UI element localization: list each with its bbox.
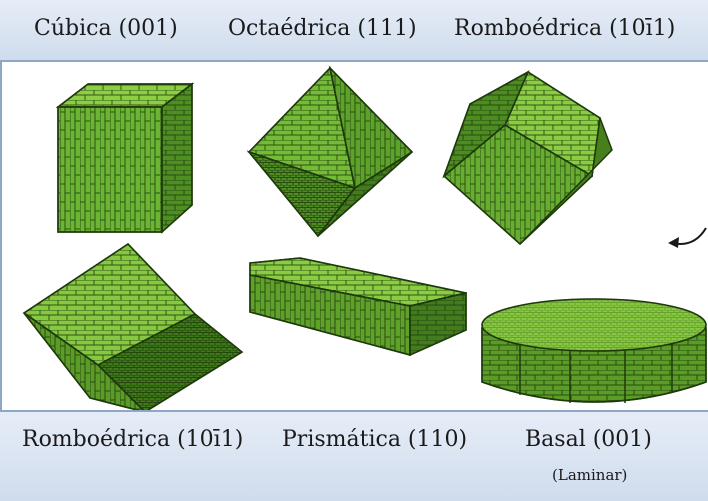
top-label-band <box>0 0 708 62</box>
octahedral-crystal <box>246 65 414 238</box>
label-prismatic: Prismática (110) <box>282 427 468 452</box>
frame-left-border <box>0 62 2 410</box>
basal-crystal <box>481 298 707 403</box>
label-rhombohedral-top: Romboédrica (10ī1) <box>454 16 676 41</box>
label-basal: Basal (001) <box>525 427 652 452</box>
rhombohedral-crystal-top <box>442 70 613 246</box>
cubic-crystal <box>55 82 195 234</box>
label-octahedral: Octaédrica (111) <box>228 16 417 41</box>
curved-arrow-icon <box>668 227 707 248</box>
label-cubic: Cúbica (001) <box>34 16 178 41</box>
label-rhombohedral-bottom: Romboédrica (10ī1) <box>22 427 244 452</box>
label-laminar: (Laminar) <box>552 466 628 484</box>
crystal-illustrations <box>22 65 707 410</box>
bottom-label-band <box>0 410 708 501</box>
rhombohedral-crystal-bottom <box>22 243 244 410</box>
prismatic-crystal <box>249 257 467 357</box>
